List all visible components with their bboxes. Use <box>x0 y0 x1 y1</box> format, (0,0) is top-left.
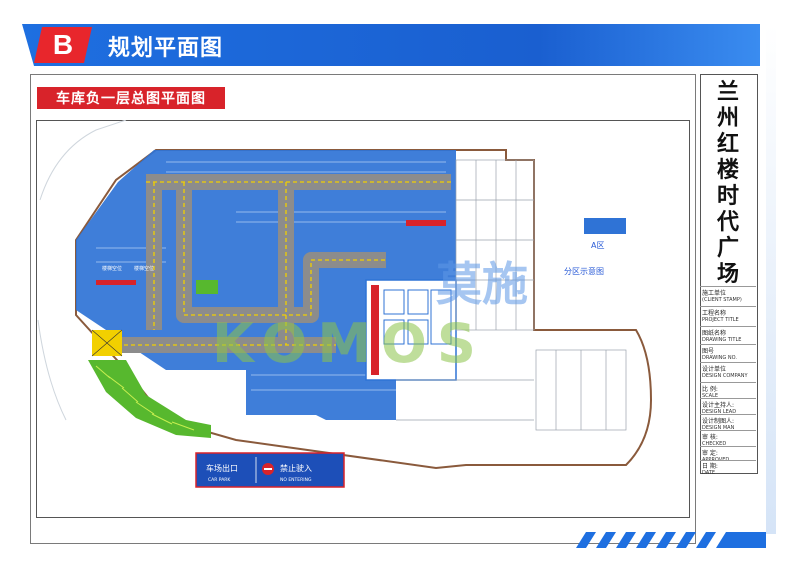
info-row-date: 日 期:DATE <box>702 463 718 476</box>
section-badge: B <box>34 27 92 63</box>
info-row-checked: 审 核:CHECKED <box>702 434 727 447</box>
zone-a-marker <box>584 218 626 234</box>
svg-text:楼梯空位: 楼梯空位 <box>134 265 154 272</box>
page-title: 规划平面图 <box>108 36 224 61</box>
svg-text:KOMOS: KOMOS <box>212 312 486 375</box>
right-edge-decoration <box>766 24 776 534</box>
svg-text:车场出口: 车场出口 <box>206 463 238 473</box>
svg-text:NO ENTERING: NO ENTERING <box>280 477 312 483</box>
plan-subtitle: 车库负一层总图平面图 <box>37 87 225 109</box>
info-row-drafter: 设计制图人:DESIGN MAN <box>702 418 735 431</box>
svg-text:莫施: 莫施 <box>436 257 528 311</box>
footer-stripes <box>576 532 766 548</box>
info-row-scale: 比 例:SCALE <box>702 386 719 399</box>
title-block <box>700 74 758 474</box>
header-banner <box>22 24 760 66</box>
zone-a-label: A区 <box>591 241 604 250</box>
info-row-client: 施工单位(CLIENT STAMP) <box>702 290 742 303</box>
project-title: 兰 州 红 楼 时 代 广 场 <box>716 80 739 287</box>
watermark: 莫施 KOMOS <box>212 257 528 375</box>
commercial-block <box>396 159 627 431</box>
green-ramp <box>88 360 211 438</box>
exit-sign: 车场出口 CAR PARK 禁止驶入 NO ENTERING <box>195 452 345 488</box>
site-boundary <box>75 149 653 470</box>
garage-floor-plan: A区 分区示意图 楼梯空位 楼梯空位 莫施 KOMOS 车场出口 CAR PAR… <box>37 120 653 488</box>
zone-caption: 分区示意图 <box>564 266 604 276</box>
core-building <box>365 279 457 381</box>
svg-text:禁止驶入: 禁止驶入 <box>280 463 312 473</box>
svg-text:楼梯空位: 楼梯空位 <box>102 265 122 272</box>
svg-text:CAR PARK: CAR PARK <box>208 477 231 483</box>
info-row-lead: 设计主持人:DESIGN LEAD <box>702 402 737 415</box>
